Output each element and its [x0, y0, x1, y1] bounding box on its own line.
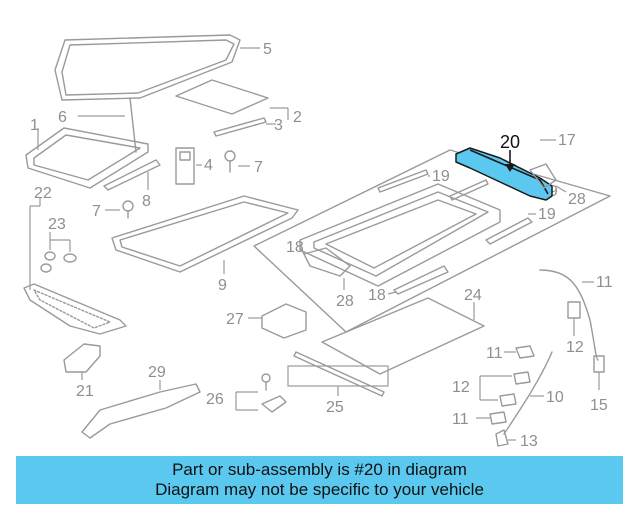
- label-part-4: 4: [204, 157, 213, 174]
- part-17-frame: 17: [253, 132, 611, 333]
- label-part-19a: 19: [432, 168, 450, 185]
- part-12-clips: 12: [452, 371, 531, 407]
- label-part-27: 27: [226, 311, 244, 328]
- part-3-strip: 3: [213, 117, 283, 137]
- frame-inner-glass: [299, 183, 501, 287]
- part-7-bolt-upper: 7: [224, 150, 263, 176]
- part-8-rail: 8: [103, 159, 161, 210]
- part-18-guide-upper: 18: [286, 239, 351, 277]
- part-2-panel: 2: [175, 79, 302, 126]
- part-14-clip: 12: [566, 301, 584, 356]
- label-part-9: 9: [218, 277, 227, 294]
- part-16-fitting: 15: [590, 355, 608, 414]
- part-28-upper: 28: [529, 163, 586, 208]
- label-part-13: 11: [596, 274, 613, 291]
- label-part-29: 29: [148, 364, 166, 381]
- part-4-bracket: 4: [175, 147, 213, 185]
- label-part-25: 25: [326, 399, 344, 416]
- part-22-deflector: 22: [23, 185, 127, 335]
- part-15-fitting: 13: [495, 429, 538, 450]
- label-part-21: 21: [76, 383, 94, 400]
- label-part-12: 12: [452, 379, 470, 396]
- part-19-rail-right: 19: [485, 206, 556, 245]
- label-part-15: 13: [520, 433, 538, 450]
- part-1-sunshade: 1: [25, 117, 149, 189]
- part-20-highlighted: 20: [455, 132, 553, 201]
- label-part-16: 15: [590, 397, 608, 414]
- part-27-motor: 27: [226, 303, 307, 339]
- part-18-guide-lower: 18: [368, 265, 449, 304]
- part-19-rail-upper: 19: [377, 168, 450, 193]
- caption-banner: Part or sub-assembly is #20 in diagram D…: [16, 456, 623, 504]
- label-part-23: 23: [48, 216, 66, 233]
- part-10-drain-tube: 10: [503, 351, 564, 435]
- label-part-26: 26: [206, 391, 224, 408]
- label-part-22: 22: [34, 185, 52, 202]
- part-24-roller: 24: [321, 287, 485, 375]
- part-11-clip-lower: 11: [452, 411, 507, 428]
- label-part-10: 10: [546, 389, 564, 406]
- label-part-11b: 11: [452, 411, 469, 428]
- caption-line-2: Diagram may not be specific to your vehi…: [155, 480, 484, 499]
- label-part-7b: 7: [92, 203, 101, 220]
- part-28-lower: 28: [336, 278, 354, 310]
- label-part-1: 1: [30, 117, 39, 134]
- label-part-18b: 18: [368, 287, 386, 304]
- label-part-6: 6: [58, 109, 67, 126]
- label-part-28b: 28: [336, 293, 354, 310]
- part-26-bolts: 26: [206, 373, 287, 413]
- label-part-2: 2: [293, 109, 302, 126]
- label-part-17: 17: [558, 132, 576, 149]
- part-25-bar: 25: [287, 351, 389, 416]
- label-part-20: 20: [500, 132, 520, 152]
- label-part-28a: 28: [568, 191, 586, 208]
- label-part-24: 24: [464, 287, 482, 304]
- part-7-bolt-lower: 7: [92, 200, 134, 220]
- part-9-seal: 9: [111, 195, 299, 294]
- label-part-8: 8: [142, 193, 151, 210]
- label-part-11a: 11: [486, 345, 503, 362]
- label-part-18a: 18: [286, 239, 304, 256]
- label-part-3: 3: [274, 117, 283, 134]
- label-part-7a: 7: [254, 159, 263, 176]
- label-part-19c: 19: [538, 206, 556, 223]
- label-part-14: 12: [566, 339, 584, 356]
- part-5-glass-panel: 5: [54, 34, 272, 101]
- part-29-trim: 29: [81, 364, 201, 439]
- part-21-bracket: 21: [63, 343, 101, 400]
- caption-line-1: Part or sub-assembly is #20 in diagram: [172, 460, 467, 479]
- part-6-rod: 6: [58, 97, 137, 153]
- part-13-cable: 11: [539, 269, 613, 361]
- part-11-clip-upper: 11: [486, 345, 535, 362]
- label-part-5: 5: [263, 41, 272, 58]
- part-23-clips: 23: [40, 216, 77, 273]
